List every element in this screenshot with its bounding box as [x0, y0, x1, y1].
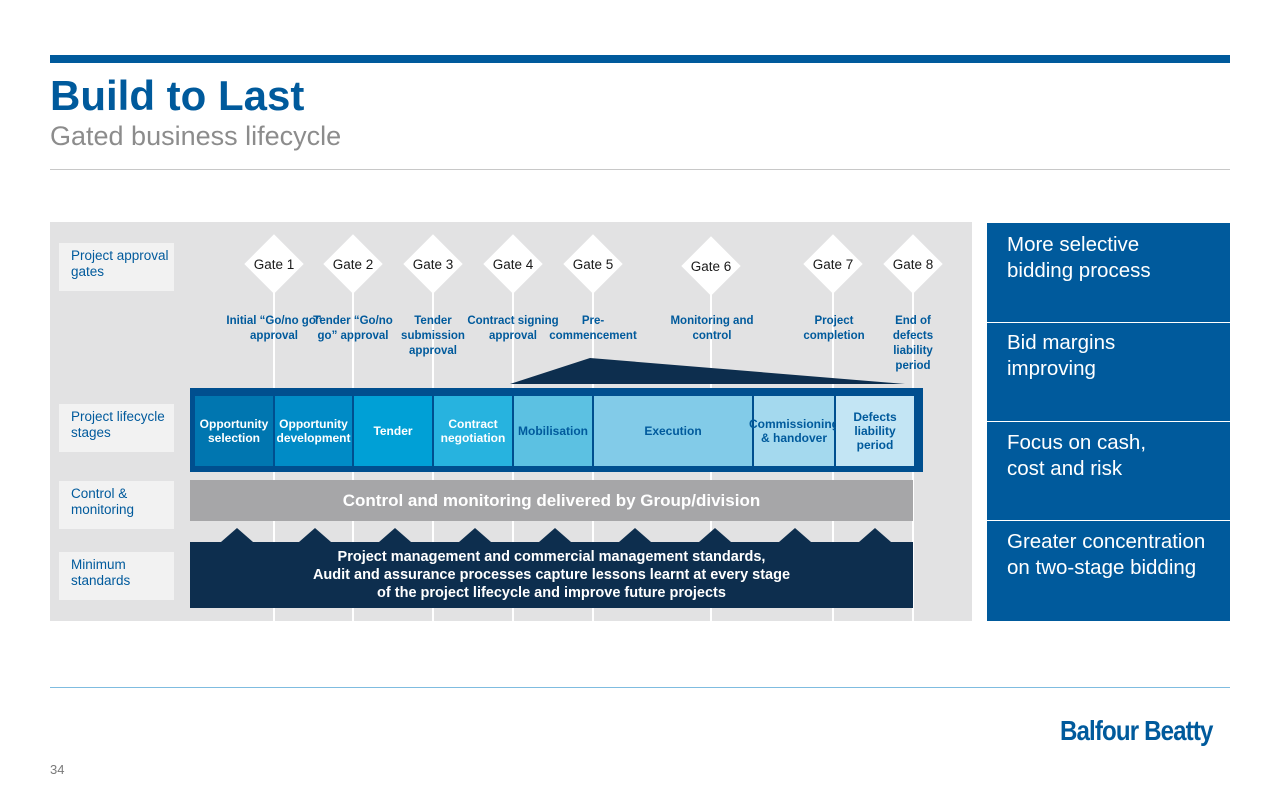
milestone-gate-6: Monitoring and control: [670, 315, 754, 342]
stage-commissioning-handover: Commissioning & handover: [749, 396, 839, 466]
key-point-3-line-1: Focus on cash,: [1007, 431, 1147, 454]
key-point-2-line-2: improving: [1007, 357, 1096, 380]
row-label-standards: Minimum standards: [59, 552, 174, 600]
key-point-4-line-2: on two-stage bidding: [1007, 556, 1197, 579]
lifecycle-diagram: Project approval gates Project lifecycle…: [50, 222, 972, 621]
key-points-panel: More selective bidding process Bid margi…: [987, 223, 1230, 621]
page-number: 34: [50, 762, 65, 777]
key-point-2-line-1: Bid margins: [1007, 331, 1116, 354]
standards-line-3: of the project lifecycle and improve fut…: [377, 585, 726, 601]
up-arrow-1: [221, 528, 253, 542]
up-arrow-2: [299, 528, 331, 542]
key-point-4-line-1: Greater concentration: [1007, 530, 1206, 553]
up-arrow-8: [779, 528, 811, 542]
title-divider: [50, 169, 1230, 170]
gate-5-label: Gate 5: [572, 257, 614, 272]
key-point-1-line-2: bidding process: [1007, 259, 1151, 282]
gate-5: Gate 5: [563, 232, 623, 296]
top-accent-bar: [50, 55, 1230, 63]
execution-wedge: [510, 358, 905, 384]
gate-8: Gate 8: [883, 232, 943, 296]
milestone-gate-3: Tender submission approval: [401, 315, 465, 357]
standards-line-2: Audit and assurance processes capture le…: [312, 567, 791, 583]
stage-mobilisation: Mobilisation: [514, 396, 592, 466]
key-point-4: Greater concentration on two-stage biddi…: [1007, 529, 1237, 581]
milestone-gate-1: Initial “Go/no go” approval: [226, 315, 322, 342]
stage-contract-negotiation: Contract negotiation: [434, 396, 512, 466]
milestone-gate-8: End of defects liability period: [892, 315, 934, 372]
stage-execution: Execution: [594, 396, 752, 466]
milestone-gate-2: Tender “Go/no go” approval: [313, 315, 393, 342]
key-point-3-line-2: cost and risk: [1007, 457, 1123, 480]
panel-divider-1: [987, 322, 1230, 323]
gate-7: Gate 7: [803, 232, 863, 296]
panel-divider-2: [987, 421, 1230, 422]
minimum-standards-box: Project management and commercial manage…: [190, 542, 913, 608]
control-monitoring-bar: Control and monitoring delivered by Grou…: [190, 480, 913, 521]
row-label-gates: Project approval gates: [59, 243, 174, 291]
up-arrow-3: [379, 528, 411, 542]
stage-tender: Tender: [354, 396, 432, 466]
up-arrow-6: [619, 528, 651, 542]
panel-divider-3: [987, 520, 1230, 521]
key-point-1-line-1: More selective: [1007, 233, 1140, 256]
up-arrow-4: [459, 528, 491, 542]
gate-2-label: Gate 2: [332, 257, 374, 272]
stage-opportunity-selection: Opportunity selection: [195, 396, 273, 466]
gate-1: Gate 1: [244, 232, 304, 296]
stage-opportunity-development: Opportunity development: [275, 396, 352, 466]
gate-4-label: Gate 4: [492, 257, 534, 272]
gate-3-label: Gate 3: [412, 257, 454, 272]
footer-divider: [50, 687, 1230, 688]
gate-4: Gate 4: [483, 232, 543, 296]
page-subtitle: Gated business lifecycle: [50, 121, 342, 151]
gate-1-label: Gate 1: [253, 257, 295, 272]
gate-7-label: Gate 7: [812, 257, 854, 272]
gate-8-label: Gate 8: [892, 257, 934, 272]
key-point-3: Focus on cash, cost and risk: [1007, 430, 1227, 482]
row-label-control: Control & monitoring: [59, 481, 174, 529]
stage-defects-liability: Defects liability period: [836, 396, 914, 466]
key-point-2: Bid margins improving: [1007, 330, 1227, 382]
milestone-gate-5: Pre- commencement: [549, 315, 637, 342]
gate-6: Gate 6: [681, 234, 741, 298]
standards-line-1: Project management and commercial manage…: [337, 549, 766, 565]
up-arrow-9: [859, 528, 891, 542]
milestone-gate-4: Contract signing approval: [467, 315, 559, 342]
key-point-1: More selective bidding process: [1007, 232, 1227, 284]
gate-2: Gate 2: [323, 232, 383, 296]
balfour-beatty-logo: Balfour Beatty: [1060, 715, 1213, 746]
up-arrow-7: [699, 528, 731, 542]
gate-6-label: Gate 6: [690, 259, 732, 274]
milestone-gate-7: Project completion: [803, 315, 865, 342]
page-title: Build to Last: [50, 72, 305, 119]
up-arrow-5: [539, 528, 571, 542]
row-label-stages: Project lifecycle stages: [59, 404, 174, 452]
gate-3: Gate 3: [403, 232, 463, 296]
